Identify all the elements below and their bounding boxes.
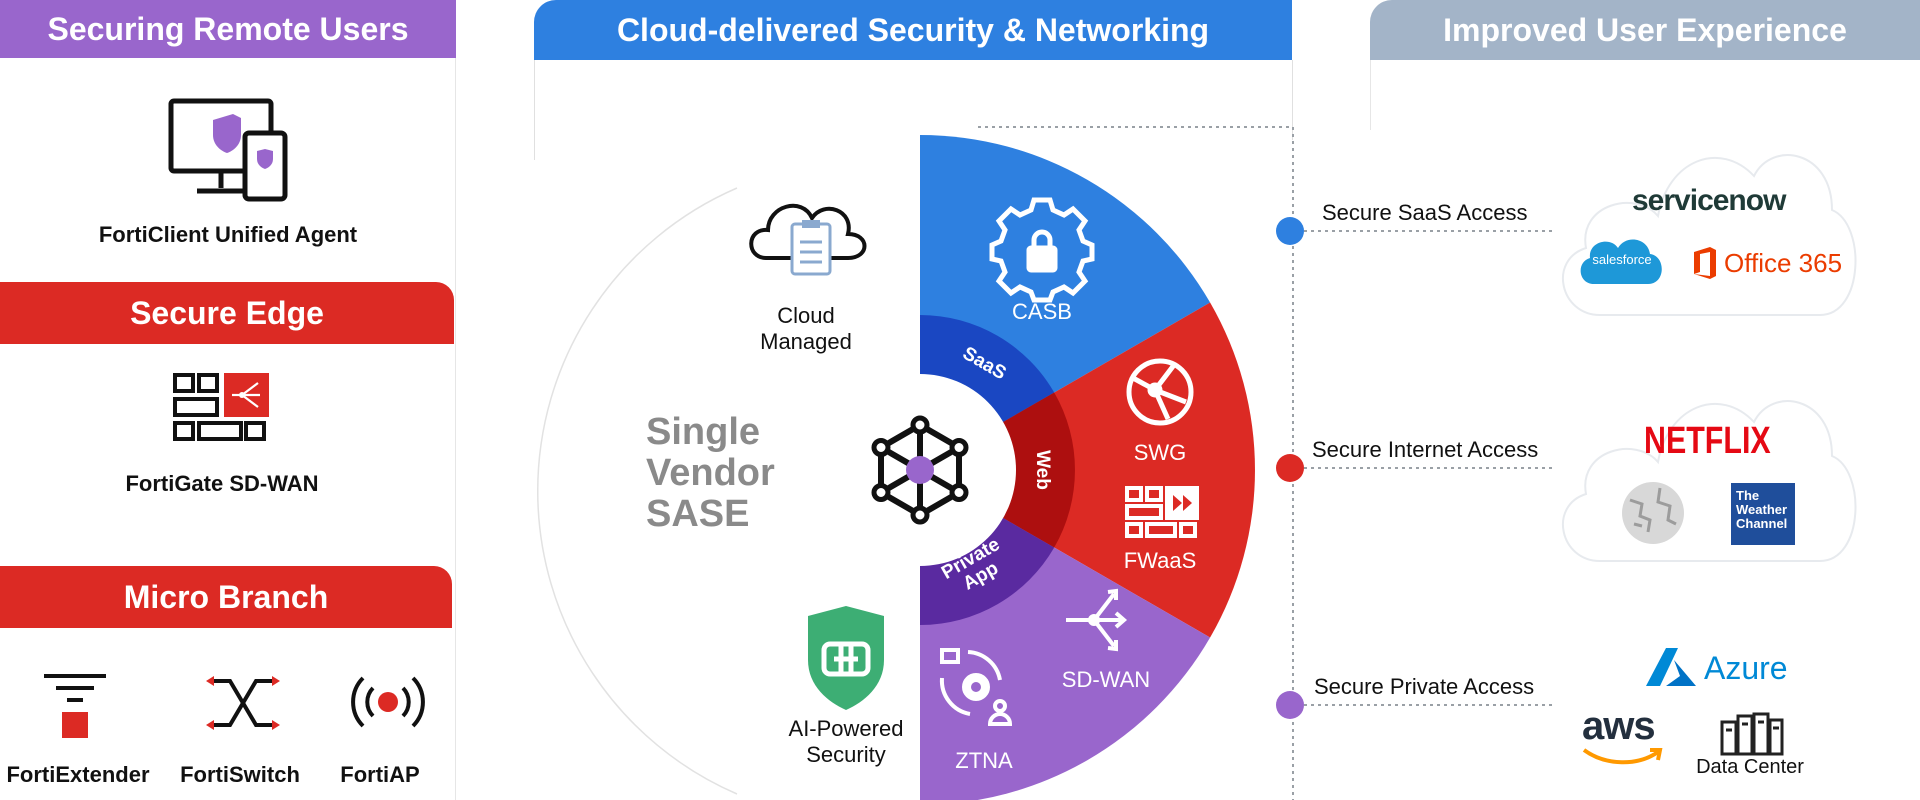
data-center-label: Data Center bbox=[1696, 756, 1804, 778]
office365-icon bbox=[1694, 247, 1716, 279]
ai-security-line: AI-Powered bbox=[788, 716, 904, 741]
casb-label: CASB bbox=[1012, 299, 1072, 324]
office365-logo: Office 365 bbox=[1724, 248, 1843, 278]
salesforce-cloud-icon bbox=[1580, 239, 1662, 284]
dot-internet bbox=[1276, 454, 1304, 482]
fortiswitch-icon bbox=[206, 676, 280, 730]
dot-private bbox=[1276, 691, 1304, 719]
center-right-border bbox=[1292, 60, 1293, 140]
left-column-divider bbox=[455, 58, 456, 800]
weather-channel-logo: The Weather Channel bbox=[1731, 483, 1795, 545]
secure-internet-access-label: Secure Internet Access bbox=[1312, 437, 1539, 462]
azure-icon bbox=[1646, 648, 1696, 686]
segment-web bbox=[920, 302, 1255, 638]
header-improved-user-experience: Improved User Experience bbox=[1370, 0, 1920, 60]
fortiap-label: FortiAP bbox=[340, 762, 420, 787]
header-secure-edge: Secure Edge bbox=[0, 282, 454, 344]
secure-private-access-label: Secure Private Access bbox=[1314, 674, 1535, 699]
sase-title: Single Vendor SASE bbox=[646, 412, 775, 535]
cloud-managed-line: Cloud bbox=[777, 303, 835, 328]
secure-saas-access-label: Secure SaaS Access bbox=[1322, 200, 1528, 225]
salesforce-logo: salesforce bbox=[1592, 252, 1652, 267]
sase-title-line: Vendor bbox=[646, 452, 775, 494]
wikipedia-globe-icon bbox=[1622, 482, 1684, 544]
data-center-icon bbox=[1720, 712, 1784, 756]
fwaas-firewall-icon bbox=[1125, 486, 1199, 538]
fortiextender-label: FortiExtender bbox=[6, 762, 150, 787]
swg-label: SWG bbox=[1133, 440, 1187, 465]
fortiswitch-label: FortiSwitch bbox=[180, 762, 300, 787]
ztna-gear-icon bbox=[939, 648, 1013, 726]
fortigate-icon bbox=[173, 373, 269, 441]
fortiap-icon bbox=[351, 676, 425, 728]
cloud-managed-line: Managed bbox=[760, 329, 852, 354]
swg-globe-icon bbox=[1126, 358, 1194, 426]
ai-shield-icon bbox=[808, 606, 884, 710]
right-column-border bbox=[1370, 60, 1371, 130]
internet-cloud-shape bbox=[1561, 400, 1857, 562]
web-ring-label: Web bbox=[1031, 450, 1053, 490]
outer-arc bbox=[537, 187, 738, 795]
aws-logo: aws bbox=[1582, 704, 1656, 748]
weather-channel-line: The bbox=[1736, 488, 1760, 503]
fwaas-label: FWaaS bbox=[1123, 548, 1197, 573]
sase-title-line: Single bbox=[646, 411, 761, 453]
sdwan-arrows-icon bbox=[1066, 588, 1128, 652]
ztna-label: ZTNA bbox=[955, 748, 1013, 773]
header-securing-remote-users: Securing Remote Users bbox=[0, 0, 456, 58]
header-cloud-delivered: Cloud-delivered Security & Networking bbox=[534, 0, 1292, 60]
cloud-managed-label: Cloud Managed bbox=[746, 303, 866, 355]
header-micro-branch: Micro Branch bbox=[0, 566, 452, 628]
weather-channel-line: Weather bbox=[1736, 502, 1788, 517]
fortigate-label: FortiGate SD-WAN bbox=[125, 471, 319, 496]
forticlient-label: FortiClient Unified Agent bbox=[98, 222, 358, 247]
sase-title-line: SASE bbox=[646, 493, 750, 535]
azure-logo: Azure bbox=[1704, 650, 1788, 686]
center-left-border bbox=[534, 60, 535, 160]
fortiextender-icon bbox=[44, 674, 106, 738]
sdwan-label: SD-WAN bbox=[1061, 667, 1151, 692]
dot-saas bbox=[1276, 217, 1304, 245]
netflix-logo: NETFLIX bbox=[1644, 420, 1771, 462]
connector-vertical bbox=[978, 126, 1294, 800]
computer-phone-icon bbox=[168, 98, 288, 202]
servicenow-logo: servicenow bbox=[1632, 184, 1786, 217]
cloud-managed-icon bbox=[749, 203, 867, 276]
ai-security-line: Security bbox=[806, 742, 886, 767]
casb-gear-icon bbox=[989, 197, 1095, 303]
weather-channel-line: Channel bbox=[1736, 516, 1788, 531]
aws-smile-icon bbox=[1582, 748, 1663, 765]
ai-security-label: AI-Powered Security bbox=[756, 716, 936, 768]
